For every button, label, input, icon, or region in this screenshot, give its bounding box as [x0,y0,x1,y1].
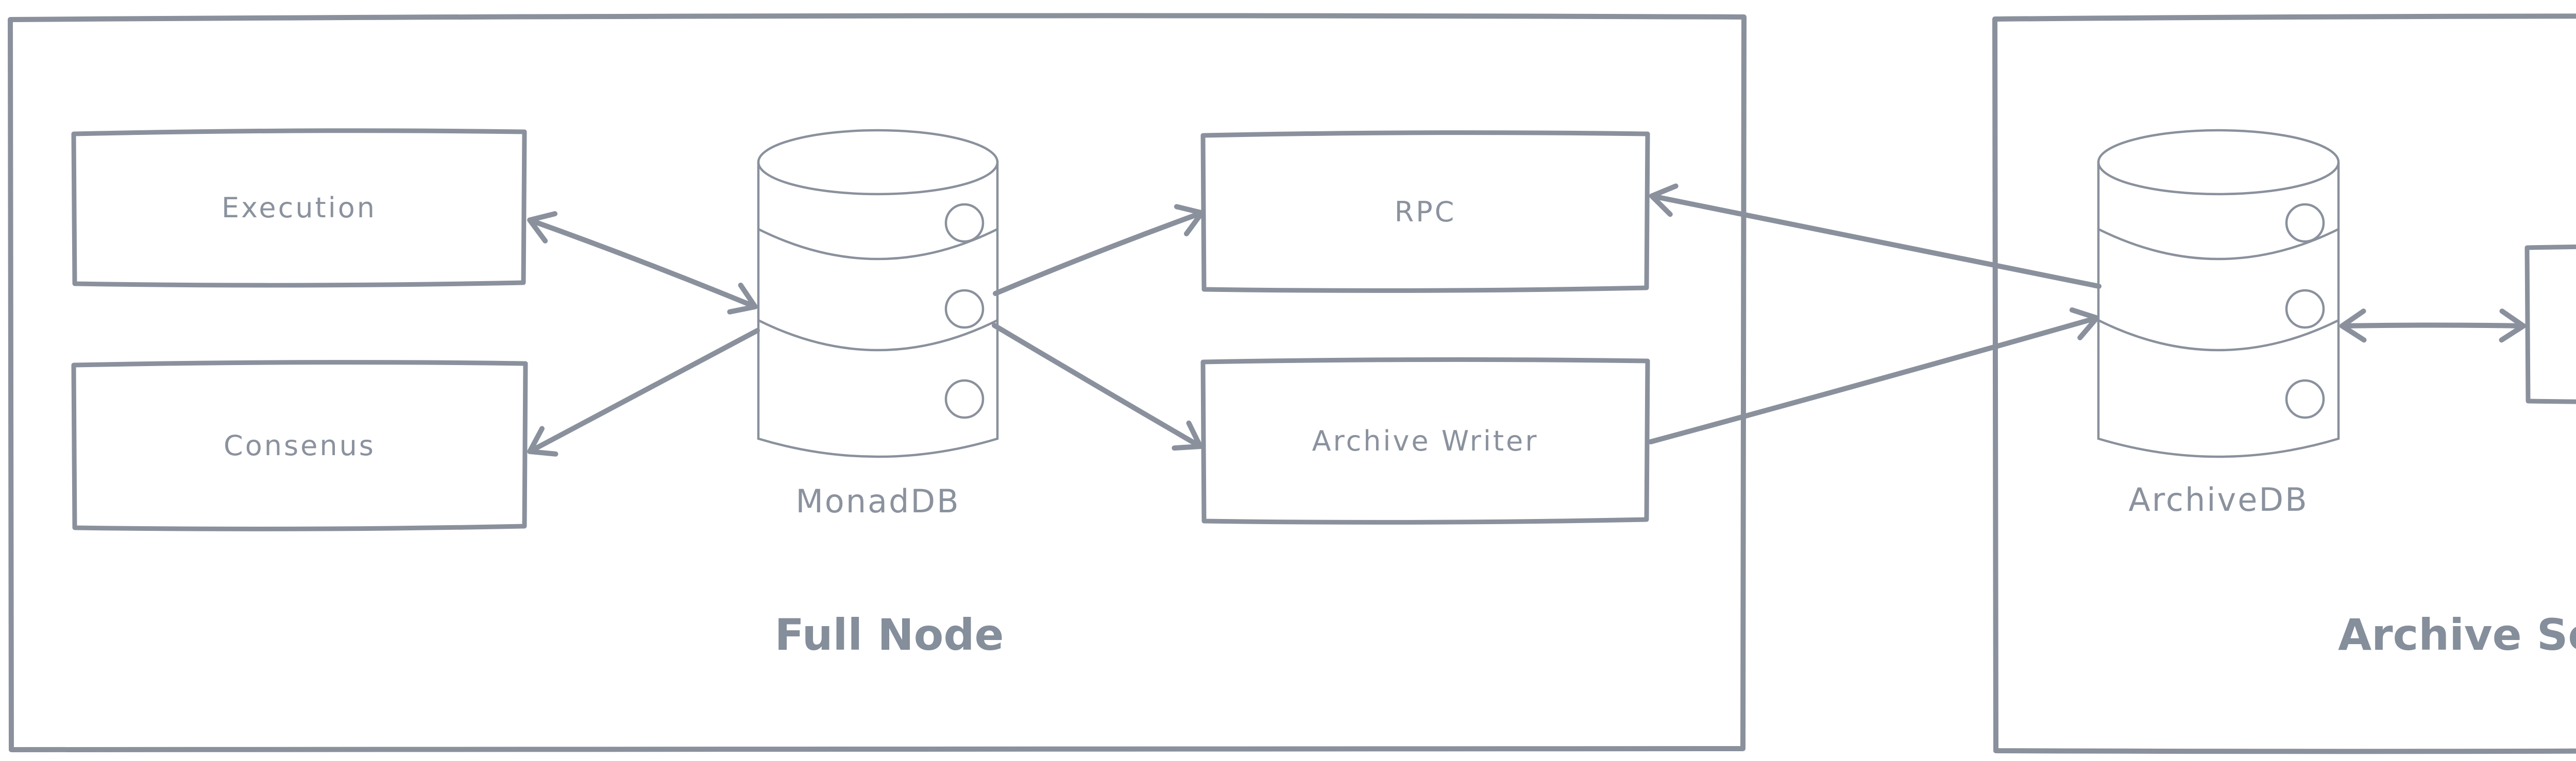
archive-server-title: Archive Server [2338,610,2576,660]
arrow-archivedb-rpc [1649,183,2102,289]
consensus-box [71,360,528,531]
archivedb-cylinder [2097,129,2340,458]
arrow-execution-monaddb [527,211,758,315]
rpc-label: RPC [1394,195,1456,228]
full-node-title: Full Node [774,610,1004,660]
full-node-container [8,13,1747,754]
archivedb-label: ArchiveDB [2128,480,2309,518]
arrow-monaddb-rpc [993,204,1205,296]
archive-server-container [1992,13,2576,754]
indexer-label: Indexer [2527,246,2576,401]
monaddb-label: MonadDB [795,482,960,520]
execution-box [71,128,527,288]
consensus-label: Consenus [224,429,376,462]
execution-label: Execution [222,191,377,224]
arrow-archivedb-indexer [2340,308,2526,343]
arrow-monaddb-archive-writer [992,323,1203,451]
rpc-box [1200,130,1650,293]
archive-writer-box [1200,357,1650,525]
arrow-monaddb-consensus [527,328,760,457]
monaddb-cylinder [757,129,999,458]
archive-writer-label: Archive Writer [1312,424,1539,457]
arrow-archive-writer-archivedb [1648,307,2099,444]
